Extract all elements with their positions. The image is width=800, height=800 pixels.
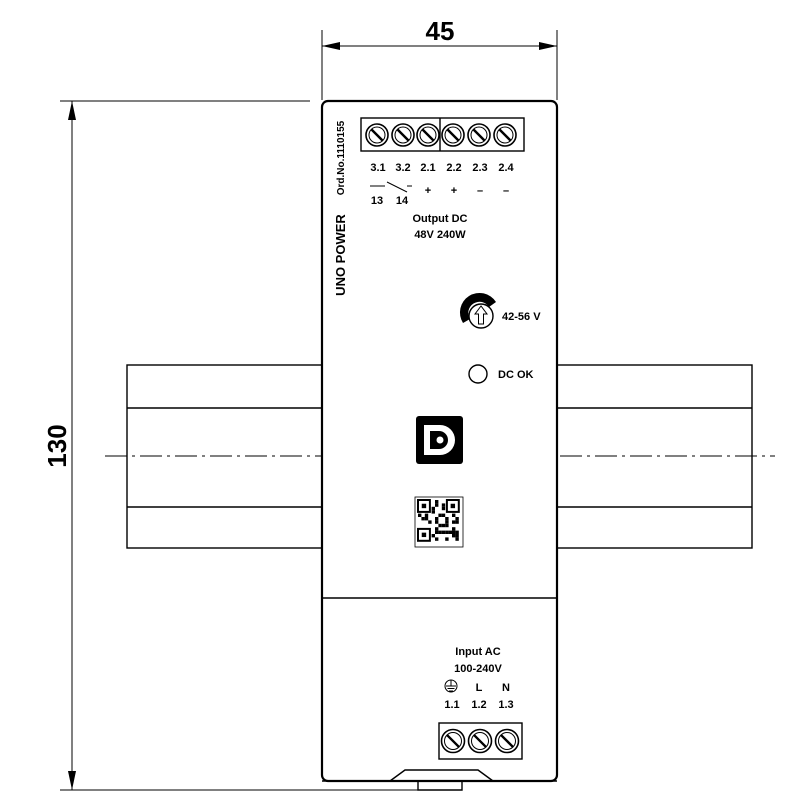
output-rating: 48V 240W [414,229,466,241]
terminal-label: 1.1 [444,699,459,711]
input-rating: 100-240V [454,663,502,675]
terminal-screw-icon [416,123,440,147]
order-number: Ord.No.1110155 [336,120,347,195]
terminal-screw-icon [467,123,491,147]
polarity-symbol: – [503,185,509,197]
polarity-symbol: + [451,185,457,197]
output-title: Output DC [413,213,468,225]
brand-logo-icon [416,416,463,464]
input-terminal-block [438,722,523,760]
terminal-label: 1.2 [471,699,486,711]
terminal-screw-icon [467,728,493,754]
output-terminal-labels: 3.1 3.2 2.1 2.2 2.3 2.4 [370,162,514,174]
arrow-up-icon [474,305,488,325]
dc-ok-indicator: DC OK [468,364,534,384]
terminal-label: 2.3 [472,162,487,174]
ground-icon [444,679,458,693]
terminal-screw-icon [493,123,517,147]
terminal-label: 3.2 [395,162,410,174]
height-dimension-label: 130 [42,424,72,467]
polarity-symbol: + [425,185,431,197]
terminal-label: 2.2 [446,162,461,174]
terminal-screw-icon [494,728,520,754]
output-terminal-block [360,117,525,152]
potentiometer: 42-56 V [459,292,541,329]
input-title: Input AC [455,646,500,658]
terminal-label: 1.3 [498,699,513,711]
relay-contact-label: 14 [396,195,409,207]
width-dimension-label: 45 [426,16,455,46]
terminal-label: 3.1 [370,162,385,174]
potentiometer-label: 42-56 V [502,311,541,323]
height-dimension: 130 [42,100,420,791]
output-polarity: + + – – [425,185,509,197]
led-icon [468,364,488,384]
terminal-label: 2.4 [498,162,514,174]
polarity-symbol: – [477,185,483,197]
relay-contact-symbol: 13 14 [370,181,412,207]
terminal-screw-icon [441,123,465,147]
qr-code-icon [414,496,464,548]
width-dimension: 45 [321,16,558,100]
terminal-screw-icon [440,728,466,754]
terminal-screw-icon [391,123,415,147]
terminal-label: 2.1 [420,162,435,174]
terminal-screw-icon [365,123,389,147]
input-symbol: N [502,682,510,694]
relay-contact-label: 13 [371,195,383,207]
input-symbol: L [476,682,483,694]
led-label: DC OK [498,369,534,381]
product-name: UNO POWER [333,214,348,296]
